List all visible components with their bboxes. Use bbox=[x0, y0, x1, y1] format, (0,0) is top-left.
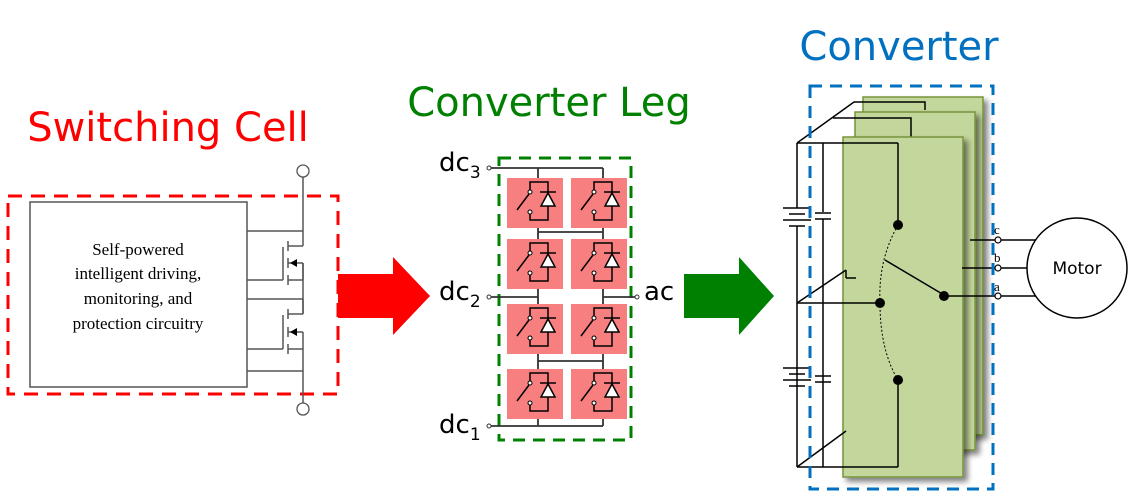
converter-leg-section: Converter Leg bbox=[407, 80, 691, 445]
switch-node bbox=[875, 298, 885, 308]
converter-section: Converter bbox=[783, 24, 1128, 491]
driver-circuit-box bbox=[29, 201, 248, 388]
phase-panel-a bbox=[842, 136, 964, 478]
bottom-terminal bbox=[296, 402, 310, 416]
switch-node bbox=[893, 220, 903, 230]
mosfet-arrow-icon bbox=[290, 259, 297, 267]
driver-circuit-text: Self-powered intelligent driving, monito… bbox=[73, 240, 204, 333]
leg-cell bbox=[570, 177, 628, 229]
driver-text-line-2: intelligent driving, bbox=[75, 264, 202, 283]
leg-cell bbox=[570, 303, 628, 355]
leg-cell bbox=[506, 368, 564, 420]
switch-node bbox=[939, 291, 949, 301]
red-arrow-icon bbox=[338, 257, 430, 335]
ac-label: ac bbox=[644, 277, 674, 307]
driver-text-line-4: protection circuitry bbox=[73, 314, 204, 333]
top-terminal bbox=[296, 164, 310, 178]
ac-terminal bbox=[634, 294, 640, 300]
switching-cell-title: Switching Cell bbox=[27, 105, 309, 151]
motor-label: Motor bbox=[1052, 259, 1101, 279]
green-arrow-icon bbox=[684, 257, 774, 335]
leg-cell bbox=[570, 368, 628, 420]
dc2-label: dc2 bbox=[439, 277, 481, 312]
dc3-label: dc3 bbox=[439, 148, 481, 183]
phase-b-label: b bbox=[994, 250, 1001, 265]
converter-boundary bbox=[808, 84, 995, 491]
dc1-label: dc1 bbox=[439, 410, 481, 445]
switching-cell-section: Switching Cell Self-powered intelligent … bbox=[6, 105, 340, 416]
dc3-terminal bbox=[486, 165, 492, 171]
converter-title: Converter bbox=[799, 24, 999, 70]
phase-c-label: c bbox=[994, 222, 1000, 237]
driver-text-line-1: Self-powered bbox=[92, 240, 184, 259]
dc-link bbox=[783, 142, 1000, 468]
switch-node bbox=[893, 375, 903, 385]
motor-icon bbox=[1026, 217, 1128, 319]
converter-leg-boundary bbox=[497, 156, 633, 442]
converter-leg-title: Converter Leg bbox=[407, 80, 691, 126]
mosfet-stack bbox=[247, 176, 304, 404]
phase-a-label: a bbox=[994, 279, 1000, 294]
phase-b-terminal bbox=[994, 264, 1002, 272]
dc2-terminal bbox=[486, 294, 492, 300]
leg-cell bbox=[506, 303, 564, 355]
leg-cell bbox=[506, 238, 564, 290]
leg-cell bbox=[570, 238, 628, 290]
mosfet-arrow-icon bbox=[290, 328, 297, 336]
dc1-terminal bbox=[486, 423, 492, 429]
phase-a-terminal bbox=[994, 292, 1002, 300]
switching-cell-boundary bbox=[6, 194, 340, 396]
driver-text-line-3: monitoring, and bbox=[84, 289, 193, 308]
phase-c-terminal bbox=[994, 236, 1002, 244]
leg-cell bbox=[506, 177, 564, 229]
